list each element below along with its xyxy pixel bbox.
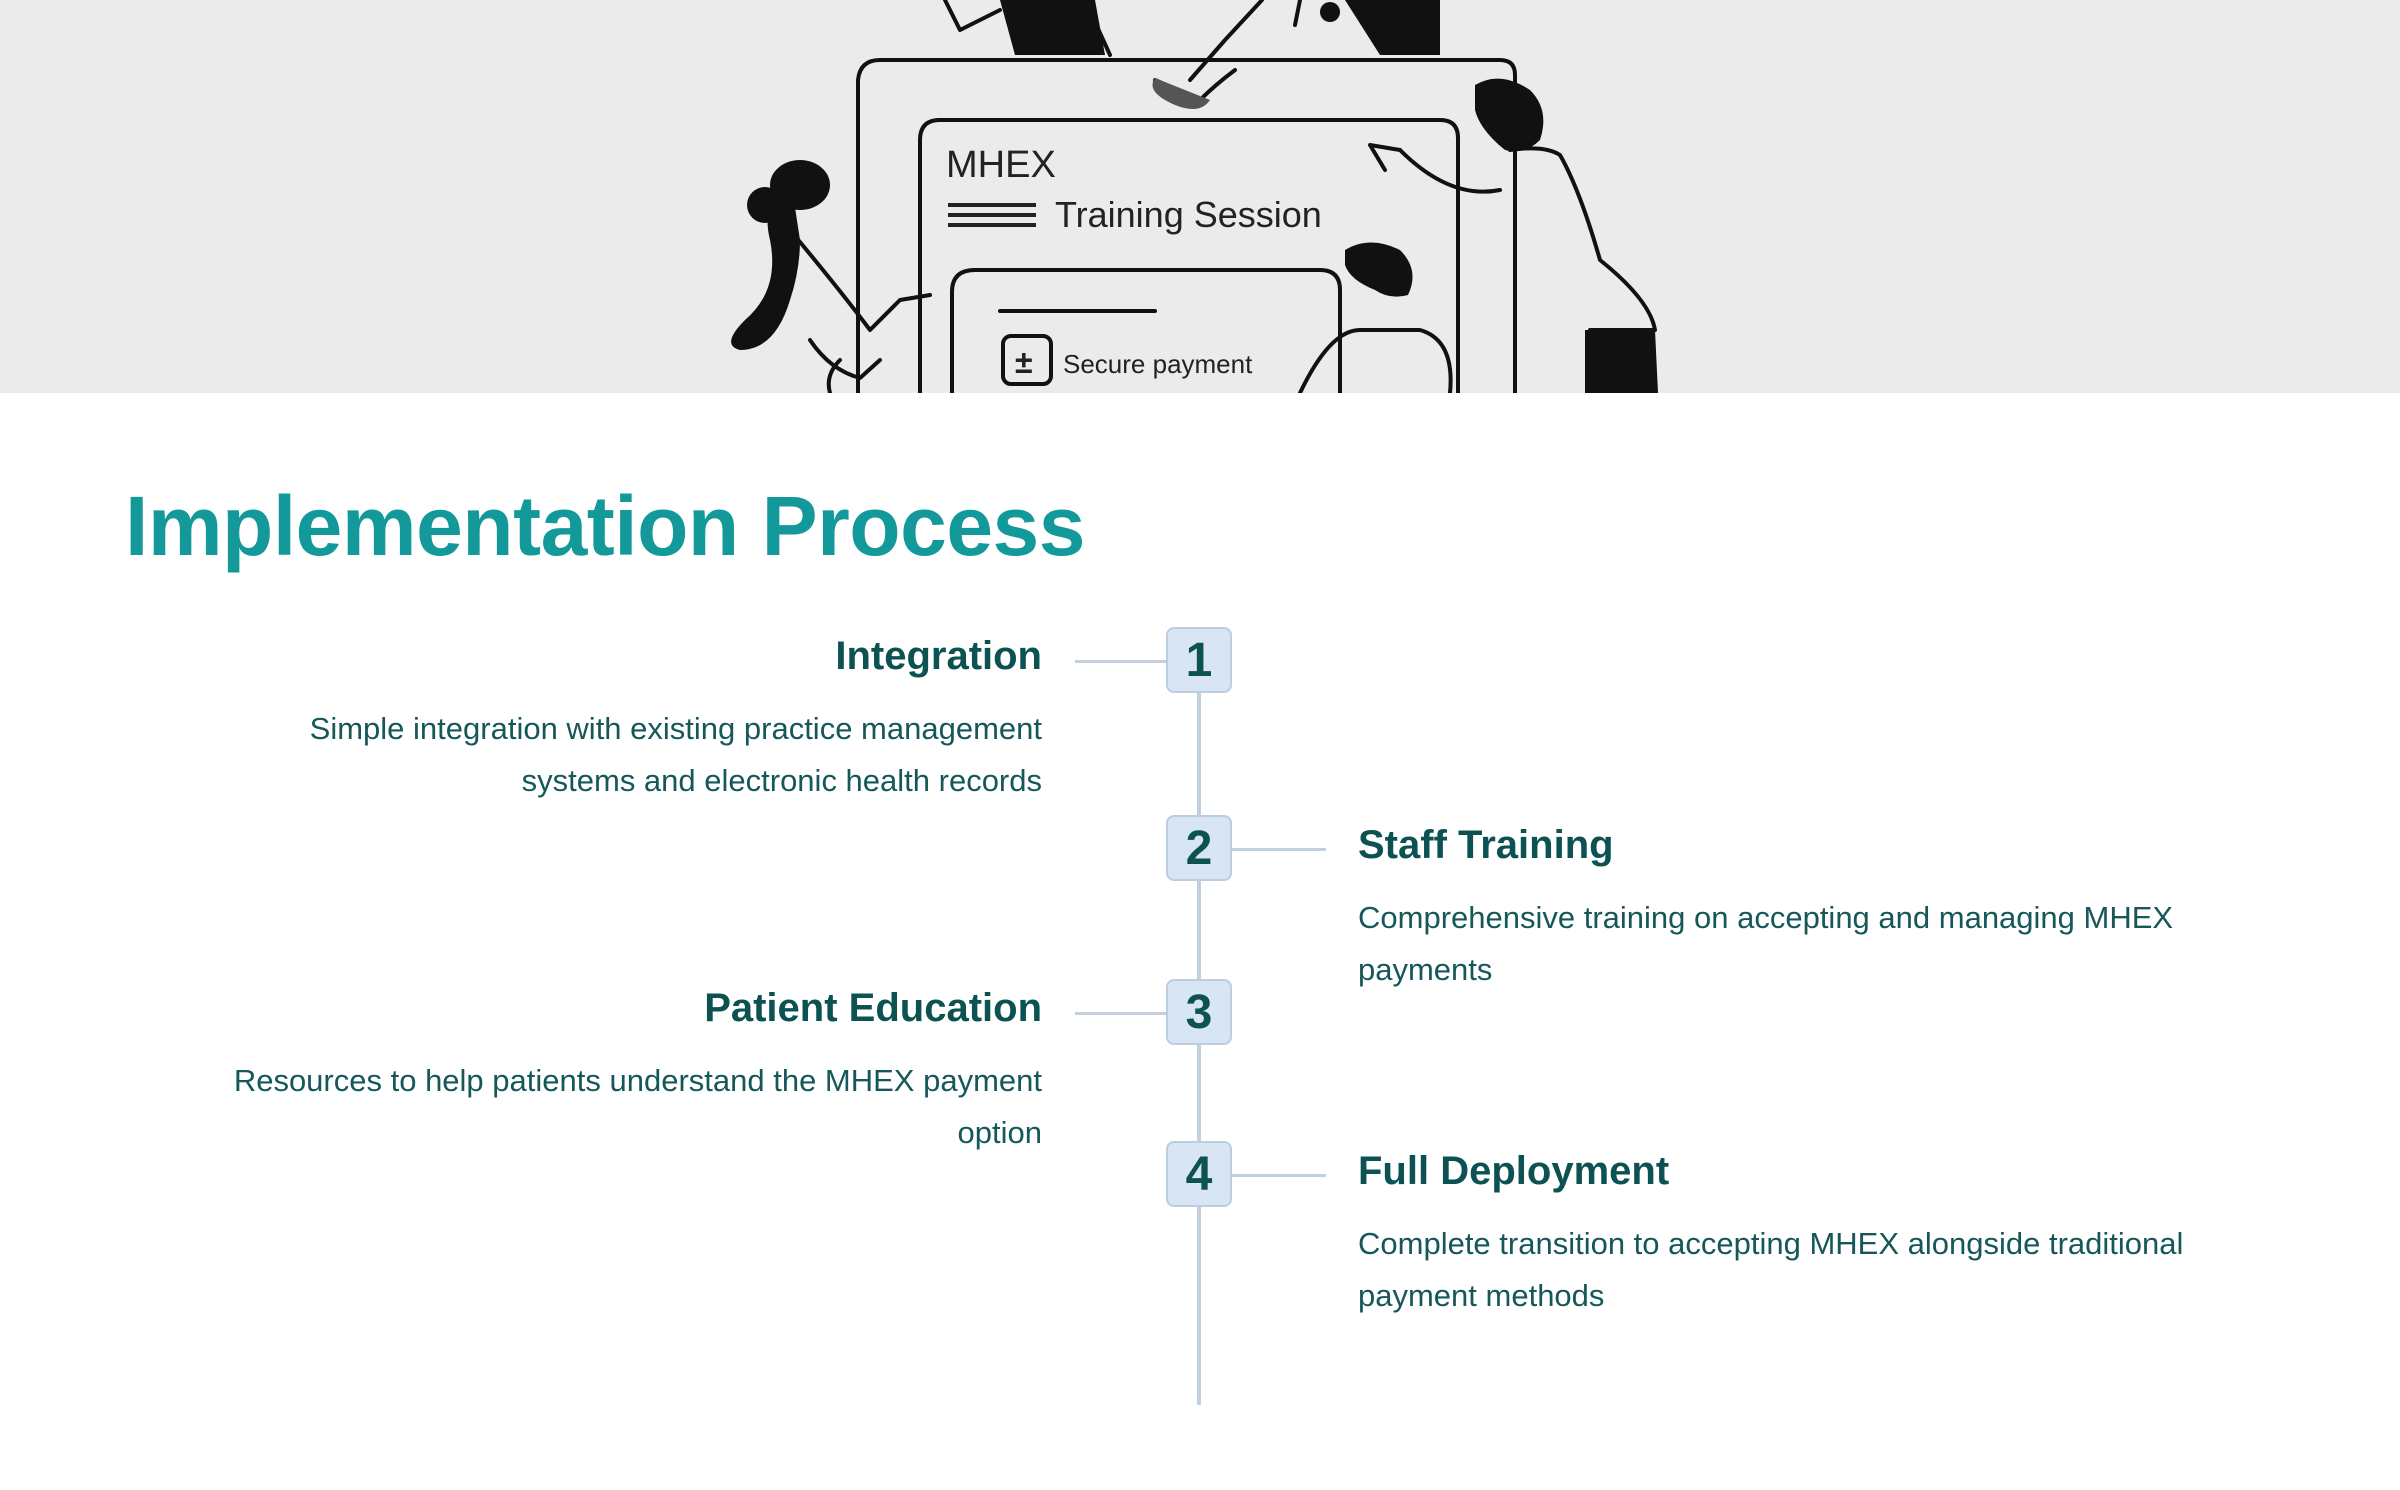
step-4-number: 4 [1166, 1141, 1232, 1207]
screen-heading-text: Training Session [1055, 194, 1322, 235]
step-2-connector [1232, 848, 1326, 851]
step-2-description: Comprehensive training on accepting and … [1358, 900, 2174, 987]
screen-brand-text: MHEX [946, 144, 1056, 186]
step-4-connector [1232, 1174, 1326, 1177]
step-3-description: Resources to help patients understand th… [233, 1063, 1042, 1150]
step-4-description: Complete transition to accepting MHEX al… [1358, 1226, 2184, 1313]
screen-card-text: Secure payment [1063, 349, 1253, 379]
figure-top-body [1000, 0, 1105, 55]
step-3-number: 3 [1166, 979, 1232, 1045]
step-2-title: Staff Training [1358, 823, 1614, 867]
step-1-number: 1 [1166, 627, 1232, 693]
step-1-title: Integration [835, 634, 1042, 678]
training-session-illustration: MHEX Training Session ± Secure payment [731, 0, 1658, 393]
step-3-connector [1075, 1012, 1167, 1015]
step-3-title: Patient Education [704, 986, 1042, 1030]
page-title: Implementation Process [125, 479, 1085, 573]
menu-lines-icon [948, 203, 1036, 227]
monitor-outline [878, 58, 1517, 393]
step-1-connector [1075, 660, 1167, 663]
hero-illustration: MHEX Training Session ± Secure payment [0, 0, 2400, 393]
step-2-number: 2 [1166, 815, 1232, 881]
step-1-description: Simple integration with existing practic… [309, 711, 1042, 798]
plus-minus-icon: ± [1015, 344, 1033, 380]
step-4-title: Full Deployment [1358, 1149, 1670, 1193]
